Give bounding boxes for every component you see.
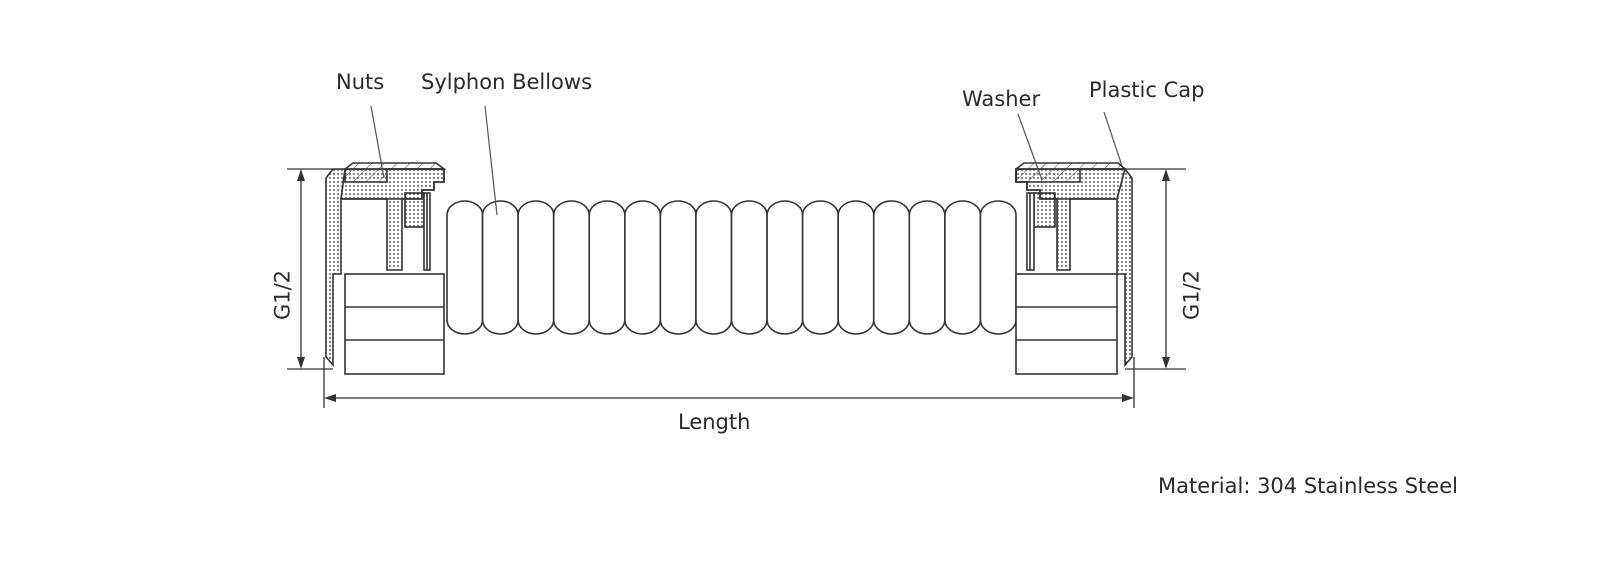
bellows-convolution: [908, 200, 946, 335]
nuts-leader: [370, 105, 385, 179]
bellows-convolution: [552, 200, 591, 335]
material-label: Material: 304 Stainless Steel: [1158, 474, 1458, 498]
bellows-convolution: [872, 200, 911, 335]
right-nut-body: [1015, 273, 1118, 375]
left-nut-assembly: [325, 162, 447, 375]
bellows-label: Sylphon Bellows: [421, 70, 593, 94]
bellows-convolution: [517, 200, 555, 335]
washer-leader: [1017, 113, 1043, 181]
leader-lines: [370, 105, 1123, 216]
left-nut-body: [344, 273, 445, 375]
left-washer: [404, 192, 425, 228]
bellows-convolution: [837, 200, 875, 335]
plastic-cap-label: Plastic Cap: [1089, 78, 1205, 102]
thread-size-right-label: G1/2: [1179, 269, 1204, 321]
right-washer: [1033, 192, 1056, 228]
thread-size-left-label: G1/2: [270, 269, 295, 321]
bellows-convolution: [659, 200, 697, 335]
sylphon-bellows: [446, 200, 1017, 335]
length-label: Length: [678, 410, 751, 434]
bellows-convolution: [979, 200, 1017, 335]
bellows-convolution: [801, 200, 839, 335]
right-nut-assembly: [1015, 162, 1133, 375]
bellows-convolution: [730, 200, 768, 335]
washer-label: Washer: [962, 87, 1041, 111]
bellows-convolution: [446, 200, 484, 335]
nuts-label: Nuts: [336, 70, 385, 94]
bellows-convolution: [695, 200, 733, 335]
cap-leader: [1103, 111, 1123, 167]
bellows-convolution: [481, 200, 519, 335]
dimension-lines: [287, 168, 1186, 408]
bellows-convolution: [624, 200, 662, 335]
bellows-leader: [484, 105, 498, 216]
bellows-convolution: [588, 200, 626, 335]
bellows-convolution: [944, 200, 982, 335]
bellows-convolution: [766, 200, 804, 335]
